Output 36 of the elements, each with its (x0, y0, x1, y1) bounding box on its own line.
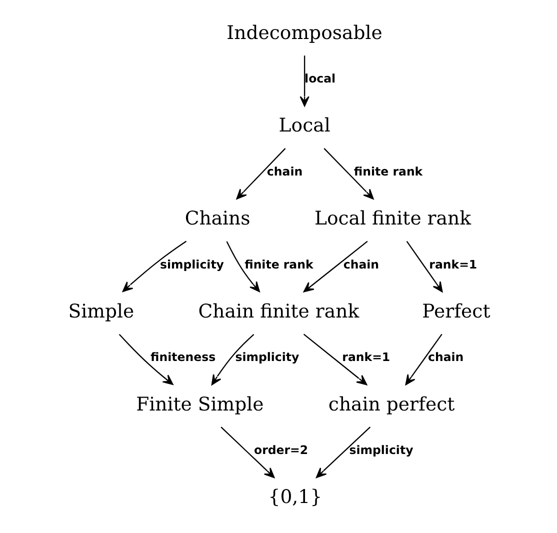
node-text: Chain finite rank (198, 301, 359, 322)
node-text: Local finite rank (314, 208, 470, 230)
edge-label: chain (266, 164, 302, 178)
edge-label: simplicity (159, 257, 224, 272)
edge-label: finite rank (244, 257, 313, 272)
arrow (210, 334, 254, 386)
arrow (122, 240, 186, 292)
node-text: {0,1} (268, 487, 322, 508)
edge-label: rank=1 (342, 350, 390, 364)
node-text: Simple (68, 301, 134, 322)
edge-label: chain (342, 257, 379, 272)
arrow (236, 148, 286, 200)
edge-label: order=2 (254, 443, 308, 457)
edge-label: local (304, 72, 336, 86)
edge-label: finiteness (150, 350, 216, 364)
arrow (302, 240, 368, 292)
arrow (118, 334, 173, 385)
node-text: Finite Simple (136, 394, 264, 416)
edge-label: simplicity (234, 350, 299, 364)
node-text: Local (278, 116, 330, 137)
node-text: Chains (184, 208, 250, 230)
arrow (315, 426, 370, 478)
arrow (406, 241, 442, 292)
arrow (220, 426, 274, 478)
arrow (226, 241, 260, 292)
edge-label: chain (428, 350, 464, 364)
edge-label: rank=1 (428, 257, 477, 272)
edge-label: finite rank (353, 164, 422, 178)
node-text: chain perfect (328, 394, 454, 416)
edge-label: simplicity (348, 443, 413, 457)
node-text: Indecomposable (226, 22, 382, 44)
arrow (299, 56, 309, 107)
arrow (302, 334, 367, 386)
node-text: Perfect (422, 301, 490, 322)
arrow (404, 334, 442, 386)
arrow (323, 148, 374, 200)
